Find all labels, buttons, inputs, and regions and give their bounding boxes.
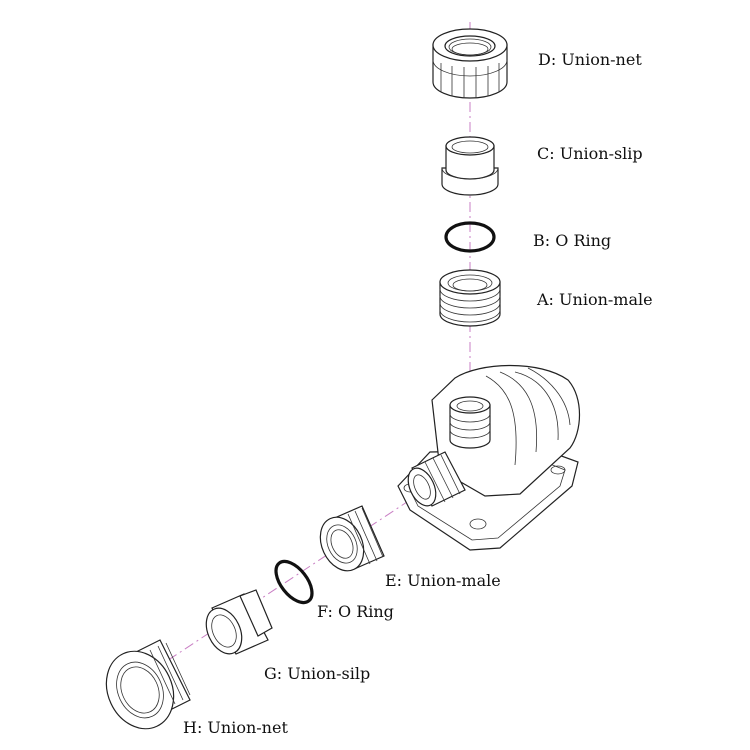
label-f-o-ring: F: O Ring <box>317 602 394 621</box>
pump-body <box>397 364 580 551</box>
part-c-union-slip <box>441 136 499 196</box>
part-e-union-male <box>319 505 385 572</box>
label-e-union-male: E: Union-male <box>385 571 501 590</box>
part-h-union-net <box>105 639 191 730</box>
label-g-union-silp: G: Union-silp <box>264 664 371 683</box>
part-g-union-silp <box>205 589 273 655</box>
part-a-union-male <box>439 269 501 327</box>
label-d-union-net: D: Union-net <box>538 50 642 69</box>
part-d-union-net <box>432 28 508 99</box>
label-b-o-ring: B: O Ring <box>533 231 612 250</box>
part-b-o-ring <box>444 221 496 253</box>
label-c-union-slip: C: Union-slip <box>537 144 643 163</box>
part-f-o-ring <box>274 559 314 605</box>
label-a-union-male: A: Union-male <box>537 290 653 309</box>
label-h-union-net: H: Union-net <box>183 718 288 737</box>
